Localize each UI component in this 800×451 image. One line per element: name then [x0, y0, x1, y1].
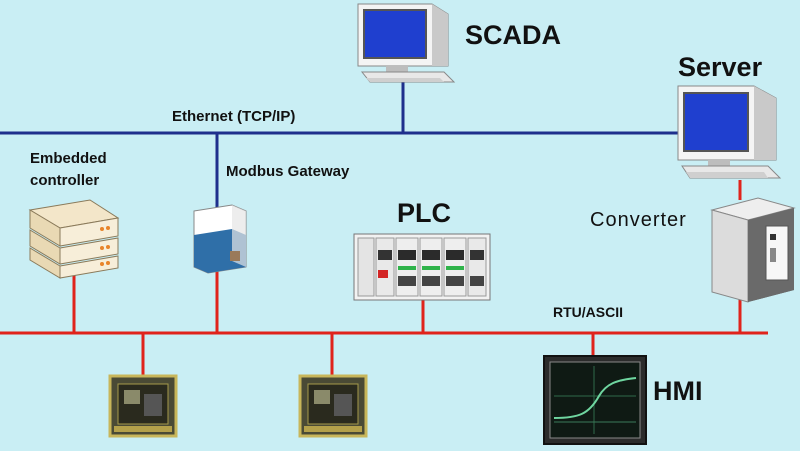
plc-label: PLC — [397, 198, 451, 228]
hmi-panel-icon — [543, 355, 647, 445]
embedded-controller-label: Embedded controller — [30, 150, 107, 189]
modbus-gateway-label: Modbus Gateway — [226, 163, 350, 180]
rtu-ascii-label: RTU/ASCII — [553, 304, 623, 320]
circuit-board-icon — [298, 374, 368, 438]
plc-rack-icon — [353, 233, 491, 301]
server-label: Server — [678, 52, 763, 82]
desktop-computer-icon — [677, 85, 782, 179]
hmi-label: HMI — [653, 376, 703, 406]
circuit-board-icon — [108, 374, 178, 438]
ethernet-label: Ethernet (TCP/IP) — [172, 108, 296, 125]
gateway-box-icon — [193, 204, 247, 274]
stacked-controller-icon — [28, 199, 120, 279]
scada-label: SCADA — [465, 20, 562, 50]
converter-label: Converter — [590, 209, 687, 231]
converter-tower-icon — [710, 197, 796, 303]
desktop-computer-icon — [357, 3, 456, 83]
